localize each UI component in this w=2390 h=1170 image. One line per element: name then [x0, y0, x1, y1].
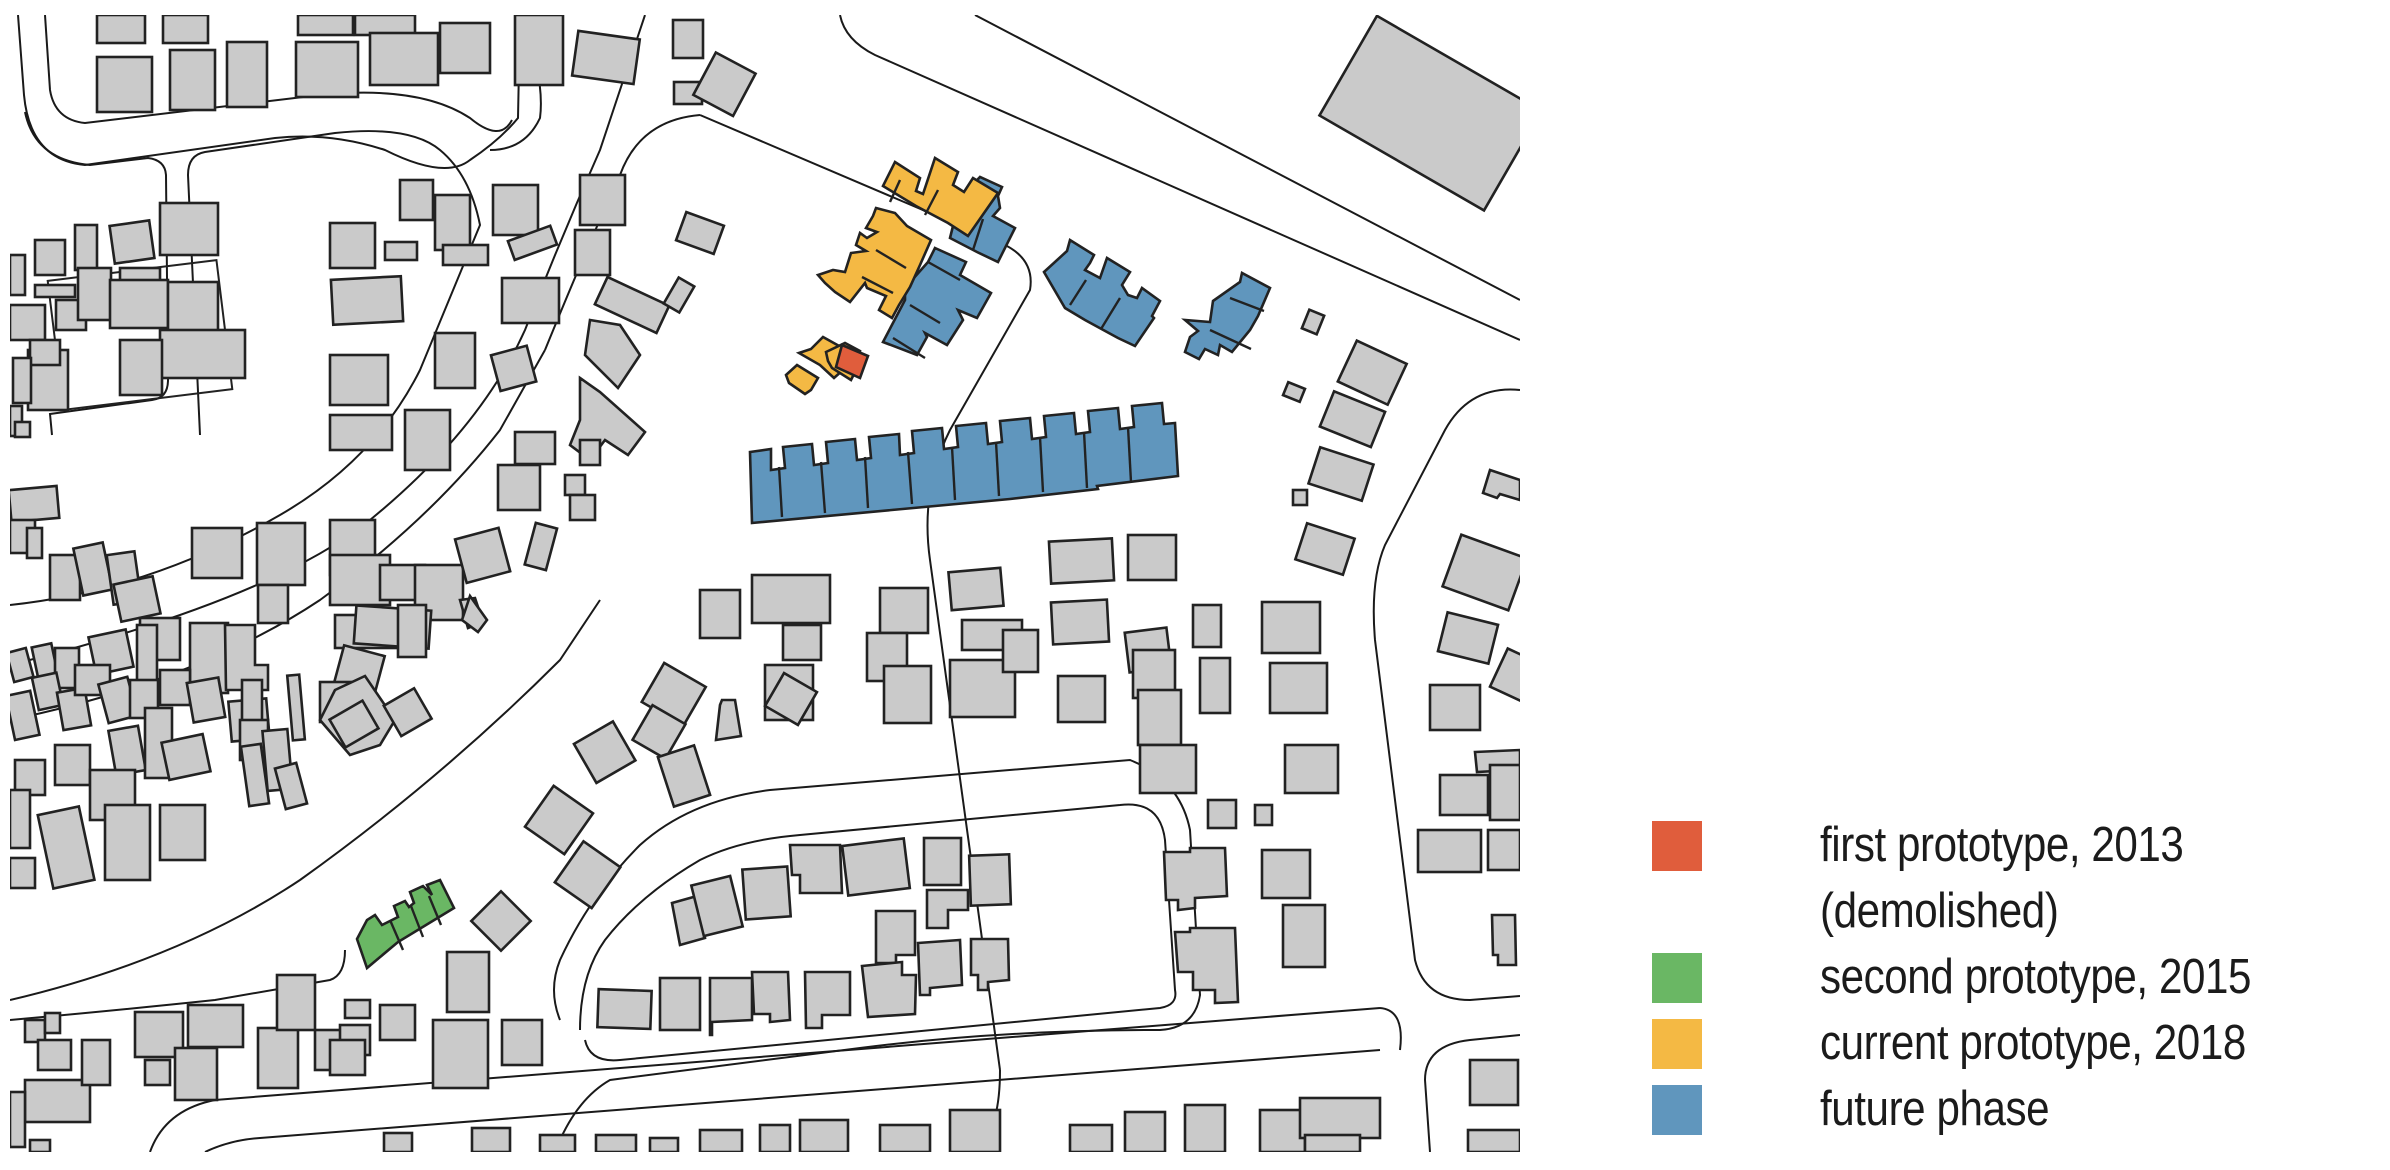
second-prototype-buildings — [355, 878, 456, 971]
legend-item-future-phase: future phase — [1652, 1076, 2321, 1142]
legend-label-first-prototype: first prototype, 2013 (demolished) — [1820, 812, 2184, 944]
swatch-second-prototype — [1652, 953, 1702, 1003]
swatch-future-phase — [1652, 1085, 1702, 1135]
legend-item-first-prototype: first prototype, 2013 (demolished) — [1652, 812, 2321, 944]
legend-item-second-prototype: second prototype, 2015 — [1652, 944, 2321, 1010]
swatch-first-prototype — [1652, 821, 1702, 871]
first-prototype-building — [834, 343, 870, 380]
legend-label-second-prototype: second prototype, 2015 — [1820, 950, 2251, 1004]
current-prototype-buildings — [784, 156, 1000, 396]
legend-label-current-prototype: current prototype, 2018 — [1820, 1016, 2246, 1070]
legend-label-future-phase: future phase — [1820, 1082, 2050, 1136]
legend: first prototype, 2013 (demolished) secon… — [1652, 812, 2321, 1142]
swatch-current-prototype — [1652, 1019, 1702, 1069]
legend-item-current-prototype: current prototype, 2018 — [1652, 1010, 2321, 1076]
future-phase-buildings — [748, 175, 1272, 525]
legend-subtext-demolished: (demolished) — [1820, 884, 2059, 938]
legend-text-first-prototype: first prototype, 2013 — [1820, 818, 2184, 872]
existing-buildings — [10, 15, 1520, 1152]
